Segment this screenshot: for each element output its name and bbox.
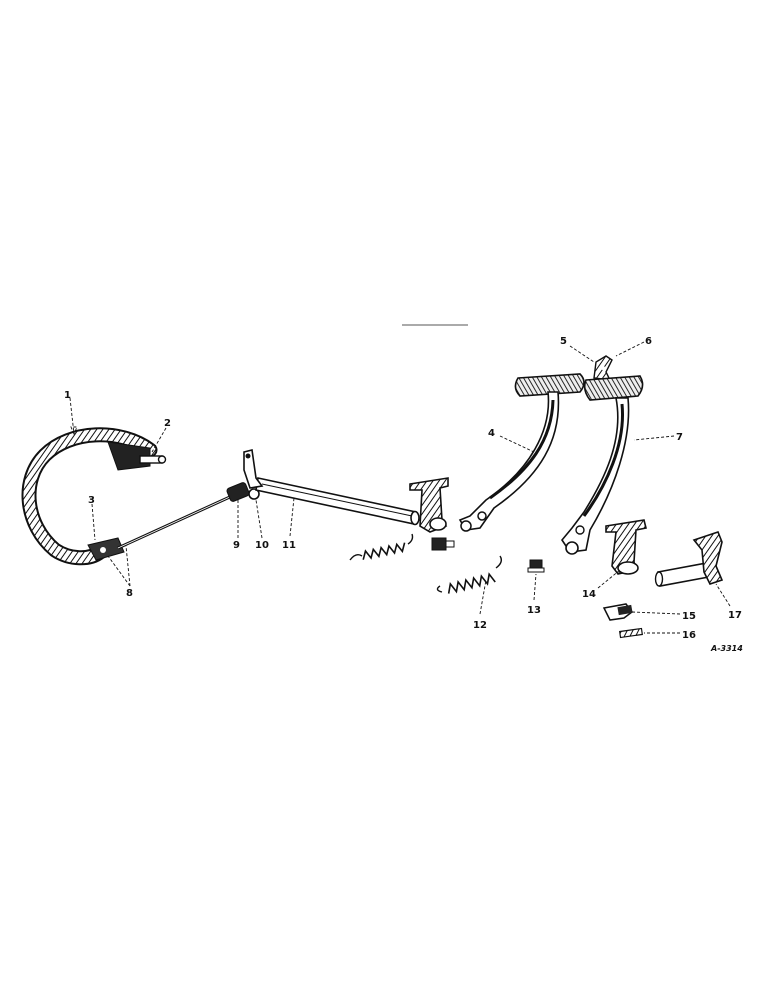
callout-16: 16: [682, 630, 696, 641]
callout-6: 6: [645, 336, 652, 347]
fitting-small: [431, 537, 455, 551]
callout-2: 2: [164, 418, 171, 429]
callout-9: 9: [233, 540, 240, 551]
pedal-right: [561, 375, 644, 555]
callout-8: 8: [126, 588, 133, 599]
callout-14: 14: [582, 589, 596, 600]
callouts: 1 2 3 4 5 6 7 8 9 10 11 12 13 14 15 16 1…: [64, 336, 743, 653]
band-bracket: [87, 537, 125, 561]
callout-5: 5: [560, 336, 567, 347]
pedal-left: [458, 373, 585, 532]
pedal-bracket-left: [409, 477, 449, 533]
lock-lever: [602, 603, 634, 621]
fitting-13: [527, 559, 545, 573]
callout-7: 7: [676, 432, 683, 443]
rod-yoke: [226, 482, 260, 502]
cross-shaft: [243, 449, 420, 526]
pedal-bracket-right: [605, 519, 647, 575]
callout-3: 3: [88, 495, 95, 506]
pin-16: [619, 627, 643, 639]
reference-code: A-3314: [710, 644, 743, 653]
callout-1: 1: [64, 390, 71, 401]
callout-15: 15: [682, 611, 696, 622]
brake-rod: [117, 494, 233, 550]
band-pin: [139, 455, 167, 464]
callout-4: 4: [488, 428, 495, 439]
callout-17: 17: [728, 610, 742, 621]
callout-11: 11: [282, 540, 296, 551]
pedal-latch: [593, 355, 613, 381]
spring-large: [436, 555, 503, 594]
callout-13: 13: [527, 605, 541, 616]
pedal-shaft: [654, 531, 724, 587]
leader-lines: [69, 341, 731, 634]
spring-small: [349, 533, 414, 561]
callout-10: 10: [255, 540, 269, 551]
callout-12: 12: [473, 620, 487, 631]
